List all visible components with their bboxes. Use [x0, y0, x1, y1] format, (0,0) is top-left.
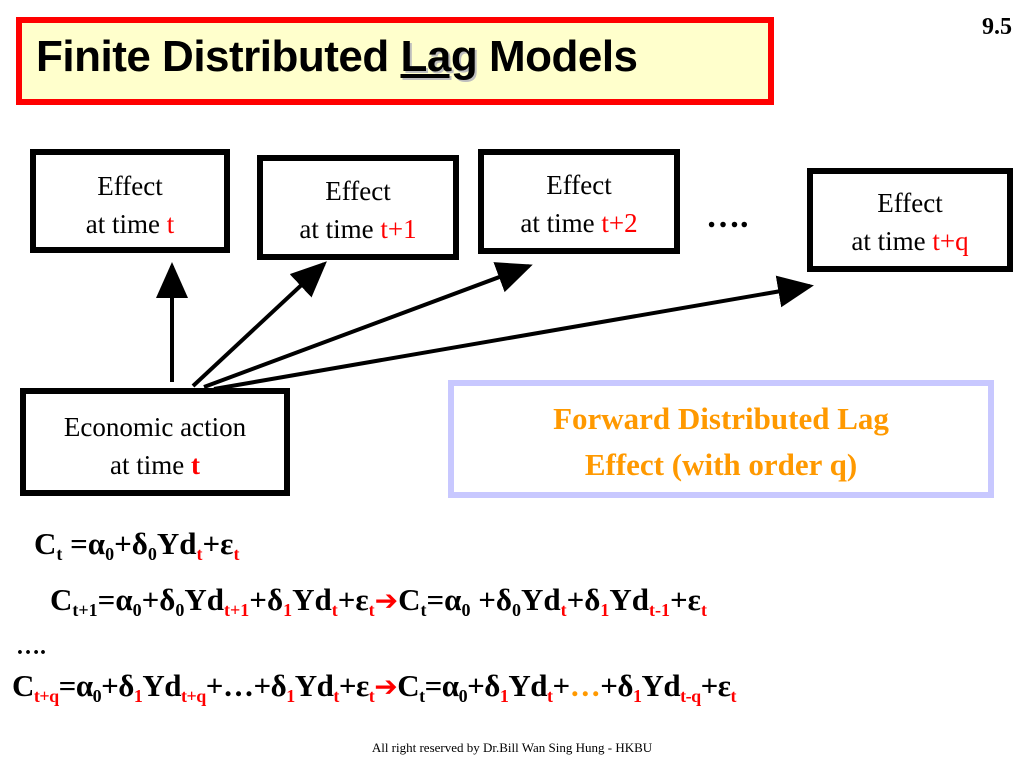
effect-prefix: at time [85, 209, 167, 239]
economic-action-box: Economic action at time t [20, 388, 290, 496]
forward-line-1: Forward Distributed Lag [553, 401, 889, 436]
action-time: t [190, 450, 200, 480]
arrow-to-t1 [191, 261, 327, 388]
forward-line-2: Effect (with order q) [584, 447, 858, 482]
slide-number: 9.5 [982, 14, 1012, 40]
action-label: Economic action [63, 412, 247, 442]
equation-ellipsis: …. [16, 634, 46, 660]
effect-label: Effect [877, 188, 943, 218]
effect-label: Effect [97, 171, 163, 201]
effect-time: t [166, 209, 175, 239]
effect-box-t-plus-q: Effect at time t+q [807, 168, 1013, 272]
effect-time-line: at time t+q [813, 222, 1007, 260]
effect-prefix: at time [851, 226, 933, 256]
equation-1: Ct =α0+δ0Ydt+εt [34, 526, 240, 564]
effect-box-t: Effect at time t [30, 149, 230, 253]
equation-2: Ct+1=α0+δ0Ydt+1+δ1Ydt+εt➔Ct=α0 +δ0Ydt+δ1… [50, 582, 707, 620]
implies-arrow-icon: ➔ [374, 670, 398, 703]
effect-time-line: at time t [36, 205, 224, 243]
action-time-line: at time t [26, 446, 284, 484]
effect-time-line: at time t+1 [263, 210, 453, 248]
title-box: Finite Distributed Lag Models [16, 17, 774, 105]
effect-box-t-plus-1: Effect at time t+1 [257, 155, 459, 260]
effect-label: Effect [546, 170, 612, 200]
footer-copyright: All right reserved by Dr.Bill Wan Sing H… [371, 740, 653, 755]
forward-distributed-lag-box: Forward Distributed Lag Effect (with ord… [448, 380, 994, 498]
effect-time: t+2 [601, 208, 638, 238]
effect-time: t+q [932, 226, 969, 256]
arrow-to-tq [213, 275, 814, 391]
title-part: Models [477, 32, 638, 81]
title-lag-word: Lag [400, 32, 478, 81]
equation-3: Ct+q=α0+δ1Ydt+q+…+δ1Ydt+εt➔Ct=α0+δ1Ydt+…… [12, 668, 737, 706]
effect-prefix: at time [520, 208, 602, 238]
implies-arrow-icon: ➔ [374, 584, 399, 617]
slide-title: Finite Distributed Lag Models [36, 32, 638, 82]
effect-label: Effect [325, 176, 391, 206]
ellipsis: …. [706, 198, 749, 235]
action-prefix: at time [110, 450, 191, 480]
arrow-to-t2 [203, 262, 533, 389]
title-part: Finite Distributed [36, 32, 401, 81]
effect-time-line: at time t+2 [484, 204, 674, 242]
effect-box-t-plus-2: Effect at time t+2 [478, 149, 680, 254]
effect-prefix: at time [299, 214, 381, 244]
effect-time: t+1 [380, 214, 417, 244]
